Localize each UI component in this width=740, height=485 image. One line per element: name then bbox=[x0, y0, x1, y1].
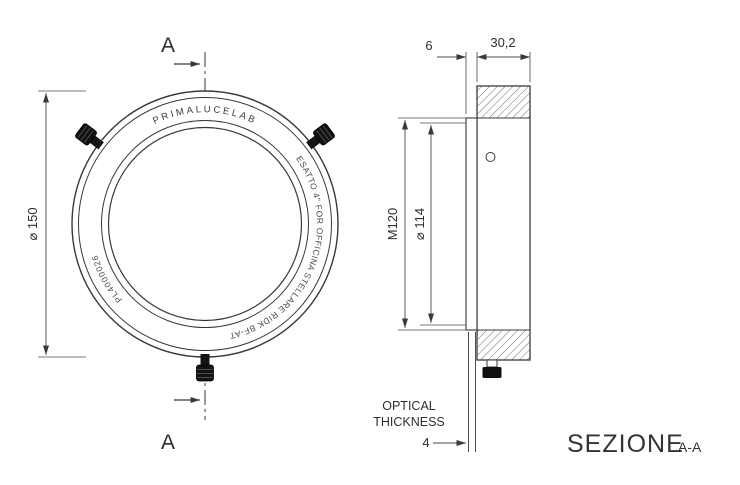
ring-aperture-circle bbox=[107, 126, 303, 322]
hatch-bottom-band bbox=[476, 329, 531, 361]
thumbscrew-neck bbox=[200, 354, 210, 365]
m120-label: M120 bbox=[385, 208, 400, 241]
thumbscrew-stem bbox=[486, 359, 498, 368]
thumbscrew-neck bbox=[306, 135, 321, 150]
knurl-line bbox=[83, 130, 94, 143]
section-letter-bottom: A bbox=[161, 431, 175, 454]
diameter-114-dimension: ⌀ 114 bbox=[412, 122, 466, 326]
knurl-line bbox=[319, 127, 330, 141]
optical-thickness-dimension: OPTICAL THICKNESS 4 bbox=[373, 332, 476, 452]
ring-outer-circle bbox=[71, 90, 339, 358]
knurl-line bbox=[77, 125, 88, 138]
section-marker-top: A bbox=[161, 34, 200, 67]
optical-thickness-value: 4 bbox=[422, 435, 429, 450]
diameter-150-dimension: ⌀ 150 bbox=[25, 90, 86, 358]
section-view: 6 30,2 M120 ⌀ 114 OPTICAL THICKNESS 4 bbox=[373, 35, 702, 458]
dim-6-label: 6 bbox=[425, 38, 432, 53]
diameter-114-label: ⌀ 114 bbox=[412, 208, 427, 240]
front-view: PRIMALUCELAB ESATTO 4" FOR OFFICINA STEL… bbox=[25, 34, 339, 454]
knurl-line bbox=[316, 130, 327, 143]
thumbscrew-knob bbox=[75, 123, 97, 146]
optical-label-line2: THICKNESS bbox=[373, 415, 445, 429]
set-screw-hole bbox=[485, 152, 496, 162]
thumbscrew-section bbox=[482, 359, 502, 378]
thumbscrew-top-right bbox=[306, 123, 335, 150]
optical-label-line1: OPTICAL bbox=[382, 399, 436, 413]
thumbscrew-knob bbox=[482, 367, 502, 378]
sezione-caption-detail: A-A bbox=[678, 439, 702, 455]
flange-body-outline bbox=[476, 85, 531, 361]
sezione-caption: SEZIONE bbox=[567, 430, 684, 458]
thread-snout-outline bbox=[465, 117, 478, 331]
thumbscrew-top-left bbox=[75, 123, 104, 150]
dim-302-label: 30,2 bbox=[490, 35, 515, 50]
knurl-line bbox=[322, 125, 333, 138]
thumbscrew-neck bbox=[89, 135, 104, 150]
section-letter-top: A bbox=[161, 34, 175, 57]
knurl-line bbox=[80, 127, 91, 141]
thumbscrew-knob bbox=[313, 123, 335, 146]
section-caption: SEZIONE A-A bbox=[567, 430, 702, 458]
diameter-150-label: ⌀ 150 bbox=[25, 207, 40, 240]
ring-outer-inner-circle bbox=[78, 97, 332, 351]
hatch-top-band bbox=[476, 85, 531, 119]
section-marker-bottom: A bbox=[161, 397, 200, 454]
ring-text-inner-circle bbox=[101, 120, 309, 328]
m120-dimension: M120 bbox=[385, 117, 466, 331]
top-dimensions: 6 30,2 bbox=[425, 35, 531, 114]
thumbscrew-bottom bbox=[196, 354, 214, 382]
